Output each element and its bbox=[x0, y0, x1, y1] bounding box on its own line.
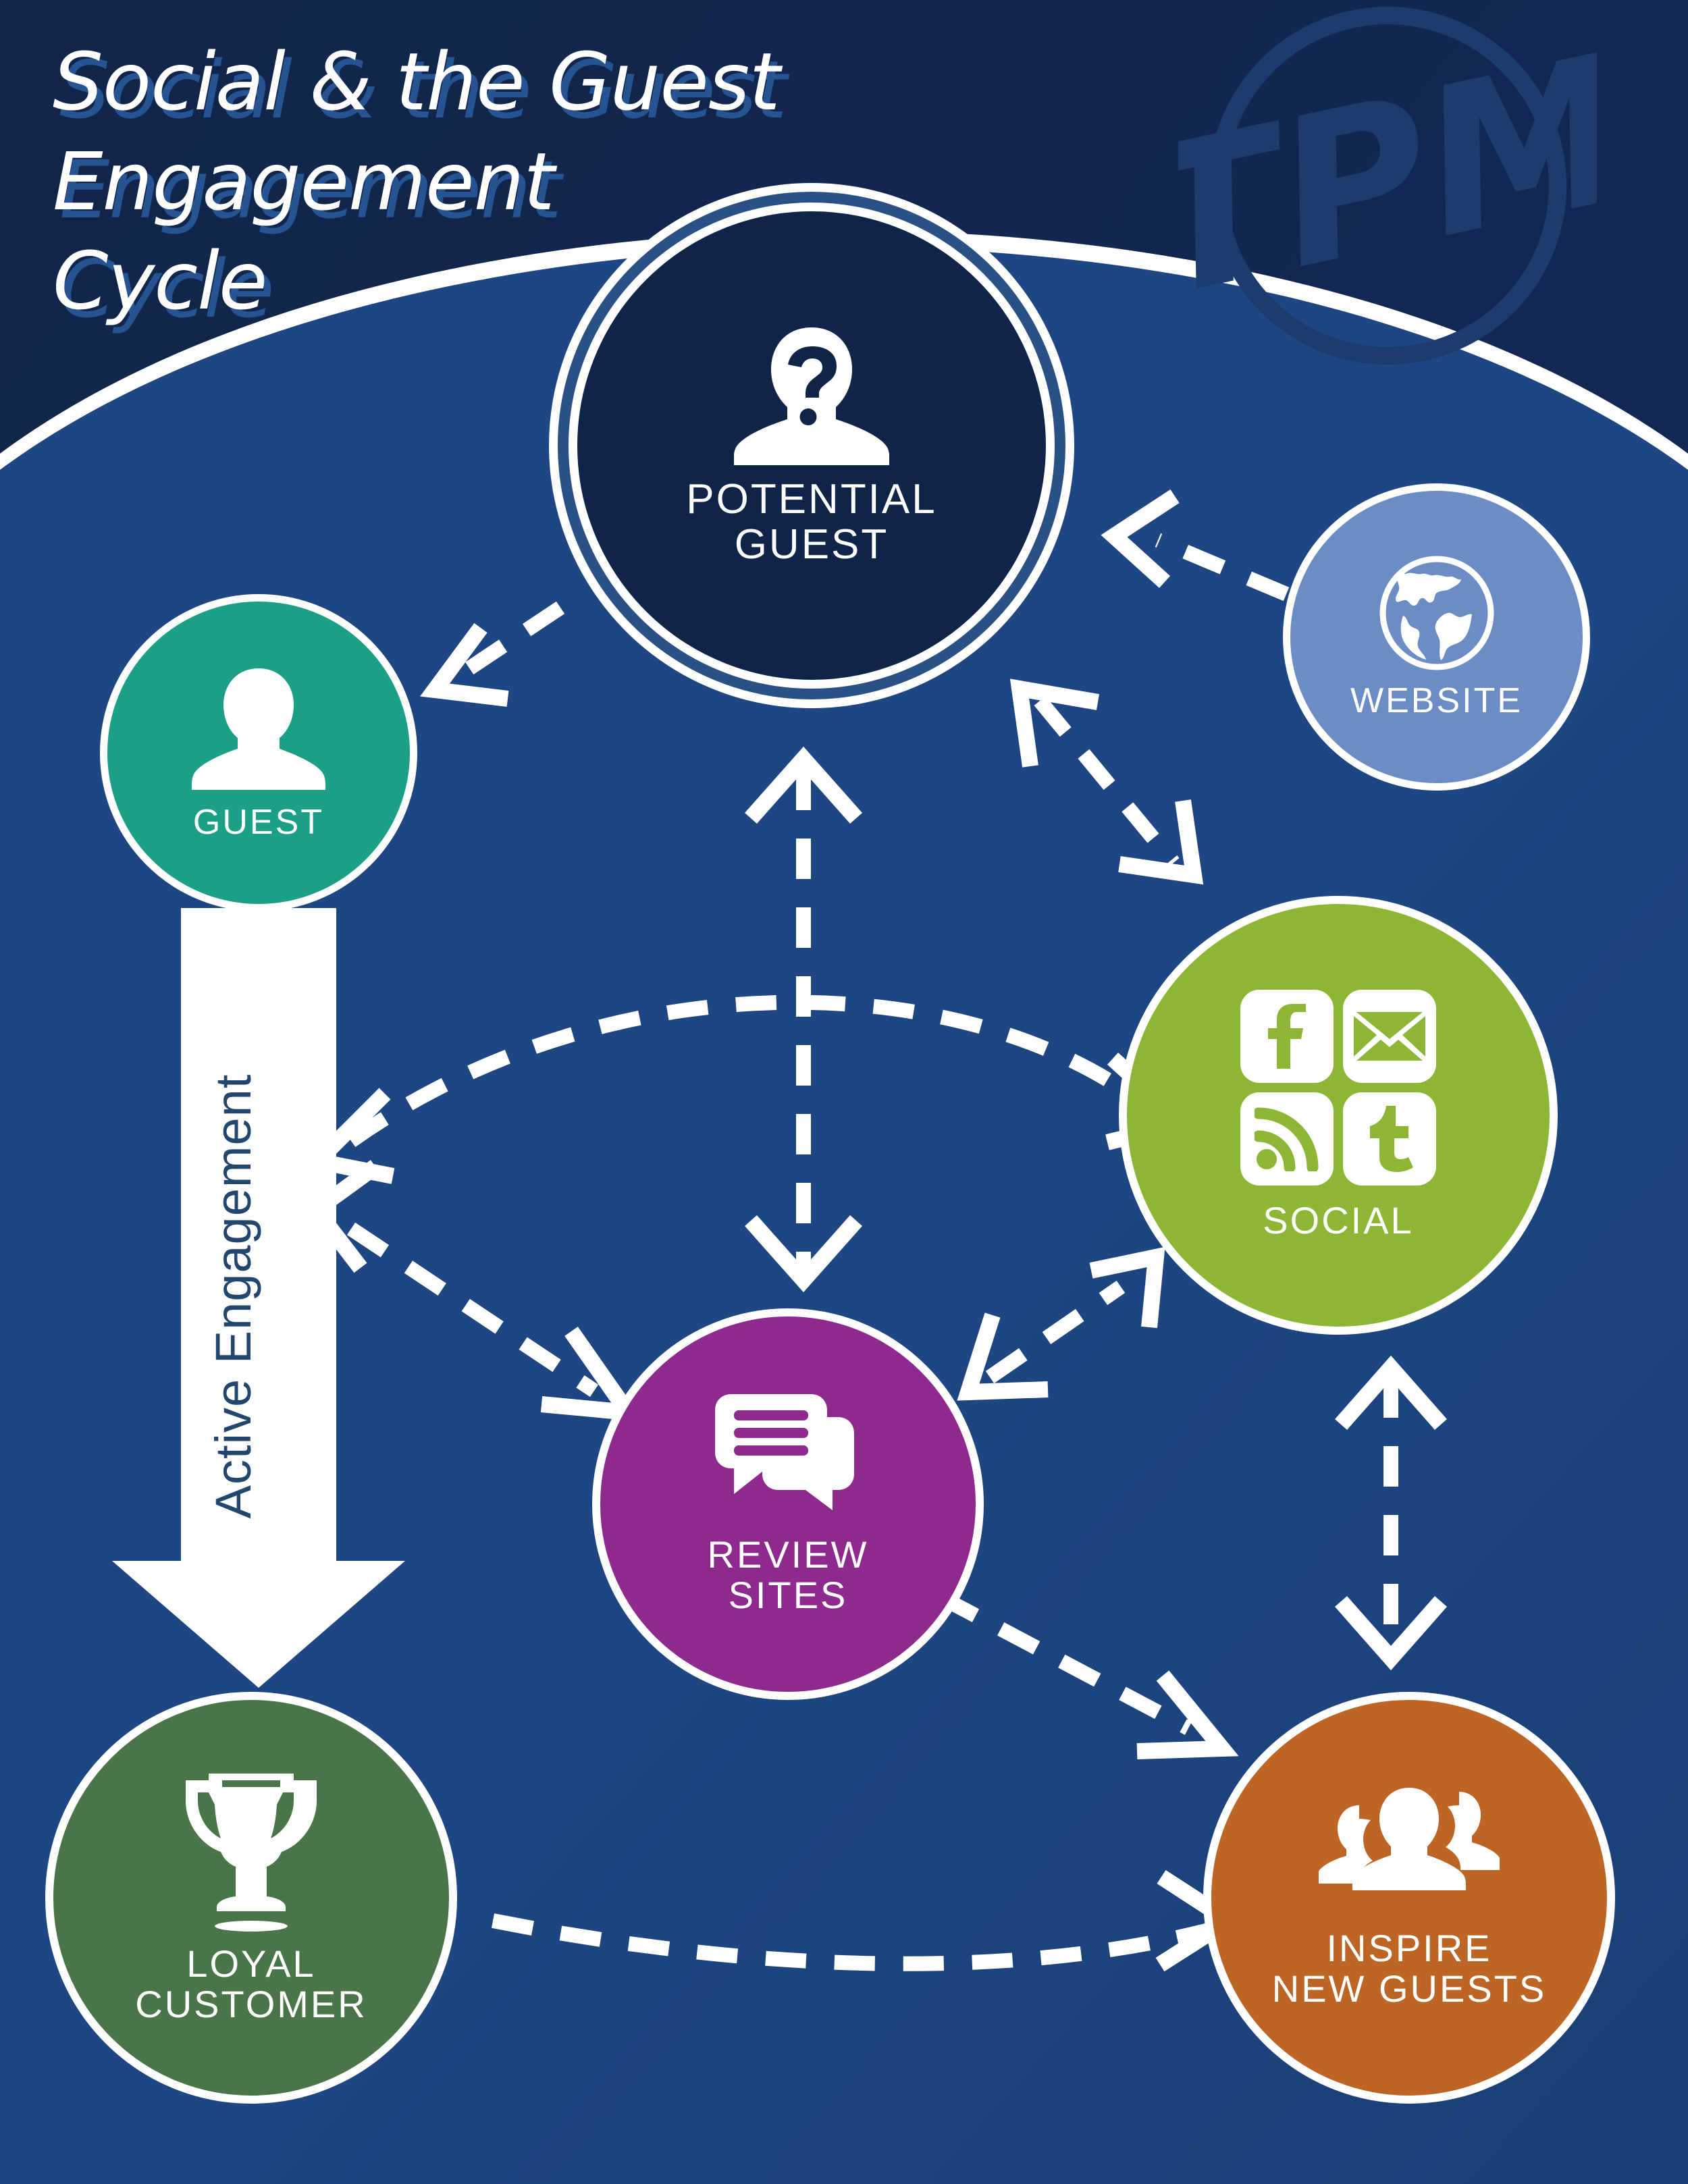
node-label-inspire-new-guests: INSPIRE NEW GUESTS bbox=[1271, 1926, 1547, 2010]
tpm-logo-watermark: TPM bbox=[1178, 7, 1597, 365]
node-label-review-sites: REVIEW SITES bbox=[707, 1533, 869, 1616]
tumblr-icon[interactable] bbox=[1343, 1092, 1436, 1186]
person-question-icon bbox=[733, 323, 890, 466]
node-label-potential-guest: POTENTIAL GUEST bbox=[686, 476, 937, 568]
facebook-icon[interactable] bbox=[1240, 989, 1334, 1083]
node-inspire-new-guests[interactable]: INSPIRE NEW GUESTS bbox=[1203, 1692, 1615, 2104]
tpm-logo-text: TPM bbox=[1178, 11, 1597, 343]
globe-icon bbox=[1377, 554, 1496, 672]
rss-icon[interactable] bbox=[1240, 1092, 1334, 1186]
node-social[interactable]: SOCIAL bbox=[1119, 896, 1558, 1335]
node-label-loyal-customer: LOYAL CUSTOMER bbox=[135, 1942, 367, 2025]
person-icon bbox=[191, 664, 326, 793]
trophy-icon bbox=[184, 1771, 318, 1932]
node-review-sites[interactable]: REVIEW SITES bbox=[592, 1308, 984, 1700]
node-potential-guest[interactable]: POTENTIAL GUEST bbox=[569, 203, 1055, 689]
email-icon[interactable] bbox=[1343, 989, 1436, 1083]
node-guest[interactable]: GUEST bbox=[100, 594, 417, 911]
social-icons-grid bbox=[1240, 989, 1436, 1186]
node-label-guest: GUEST bbox=[192, 802, 325, 842]
page-title: Social & the Guest Engagement Cycle bbox=[53, 35, 781, 327]
node-loyal-customer[interactable]: LOYAL CUSTOMER bbox=[45, 1692, 457, 2104]
node-website[interactable]: WEBSITE bbox=[1283, 483, 1590, 791]
node-label-website: WEBSITE bbox=[1350, 681, 1523, 721]
chat-bubbles-icon bbox=[714, 1393, 862, 1521]
node-label-social: SOCIAL bbox=[1263, 1198, 1414, 1242]
people-group-icon bbox=[1317, 1786, 1502, 1916]
